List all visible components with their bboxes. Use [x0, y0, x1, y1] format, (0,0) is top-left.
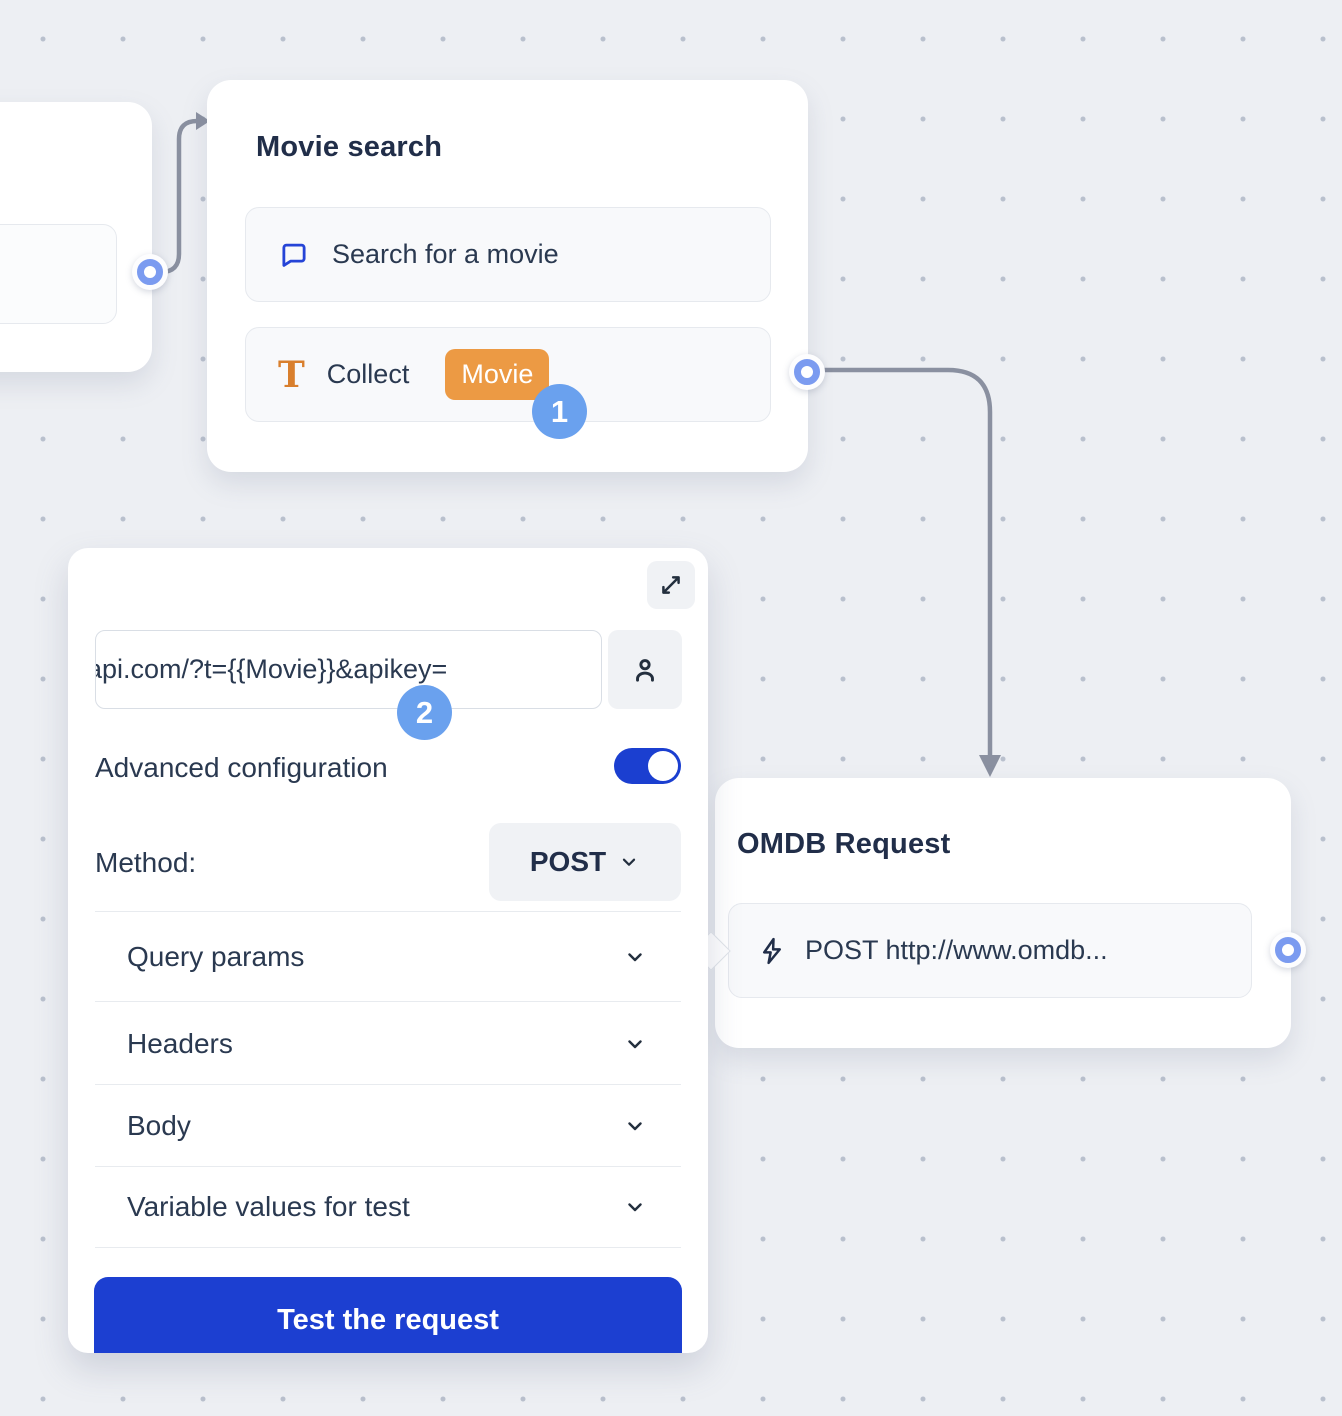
advanced-configuration-toggle[interactable] [614, 748, 681, 784]
chevron-down-icon [628, 1121, 642, 1130]
method-dropdown[interactable]: POST [489, 823, 681, 901]
section-label: Query params [127, 940, 305, 972]
advanced-configuration-label: Advanced configuration [95, 752, 388, 783]
text-input-icon: T [278, 353, 305, 396]
chat-bubble-icon [282, 243, 306, 267]
port-ring [137, 259, 163, 285]
node-item-collect[interactable]: T Collect Movie [245, 327, 771, 422]
output-port-omdb-request[interactable] [1270, 932, 1306, 968]
connector-movie-search-to-omdb [805, 367, 993, 759]
chevron-down-icon [622, 858, 636, 866]
expand-button[interactable] [647, 561, 695, 609]
connector-arrowhead-down [979, 755, 1001, 777]
chevron-down-icon [628, 952, 642, 961]
node-title: Movie search [256, 131, 443, 163]
node-item-label: Search for a movie [332, 239, 559, 269]
lightning-icon [763, 937, 781, 964]
node-item-webhook[interactable]: POST http://www.omdb... [728, 903, 1252, 998]
node-title: OMDB Request [737, 828, 951, 860]
section-label: Variable values for test [127, 1191, 410, 1222]
step-marker-2: 2 [397, 685, 452, 740]
toggle-knob [648, 751, 678, 781]
section-label: Body [127, 1109, 191, 1141]
expand-icon [662, 576, 680, 594]
node-item-label: POST http://www.omdb... [805, 935, 1108, 965]
node-item-label: Collect [326, 359, 410, 389]
section-query-params[interactable]: Query params [95, 911, 681, 1002]
node-item-question[interactable]: Search for a movie [245, 207, 771, 302]
step-marker-1: 1 [532, 384, 587, 439]
partial-node-item[interactable] [0, 224, 117, 324]
section-variable-values[interactable]: Variable values for test [95, 1167, 681, 1248]
test-request-button[interactable]: Test the request [94, 1277, 682, 1353]
section-headers[interactable]: Headers [95, 1003, 681, 1085]
connector-into-movie-search [147, 118, 201, 275]
url-input[interactable]: api.com/?t={{Movie}}&apikey= [95, 630, 602, 709]
port-ring [1275, 937, 1301, 963]
chevron-down-icon [628, 1203, 642, 1212]
node-movie-search[interactable]: Movie search Search for a movie T Collec… [207, 80, 808, 472]
method-selected-value: POST [529, 846, 607, 877]
output-port-movie-search[interactable] [789, 354, 825, 390]
node-omdb-request[interactable]: OMDB Request POST http://www.omdb... [715, 778, 1291, 1048]
partial-node-left[interactable] [0, 102, 152, 372]
port-ring [794, 359, 820, 385]
user-variable-button[interactable] [608, 630, 682, 709]
webhook-settings-panel: api.com/?t={{Movie}}&apikey= Advanced co… [68, 548, 708, 1353]
output-port-partial-node[interactable] [132, 254, 168, 290]
section-body[interactable]: Body [95, 1085, 681, 1167]
method-label: Method: [95, 847, 197, 878]
chevron-down-icon [628, 1039, 642, 1048]
url-input-value: api.com/?t={{Movie}}&apikey= [95, 654, 448, 684]
variable-badge-movie[interactable]: Movie [445, 349, 550, 400]
person-icon [636, 658, 654, 682]
section-label: Headers [127, 1027, 233, 1059]
